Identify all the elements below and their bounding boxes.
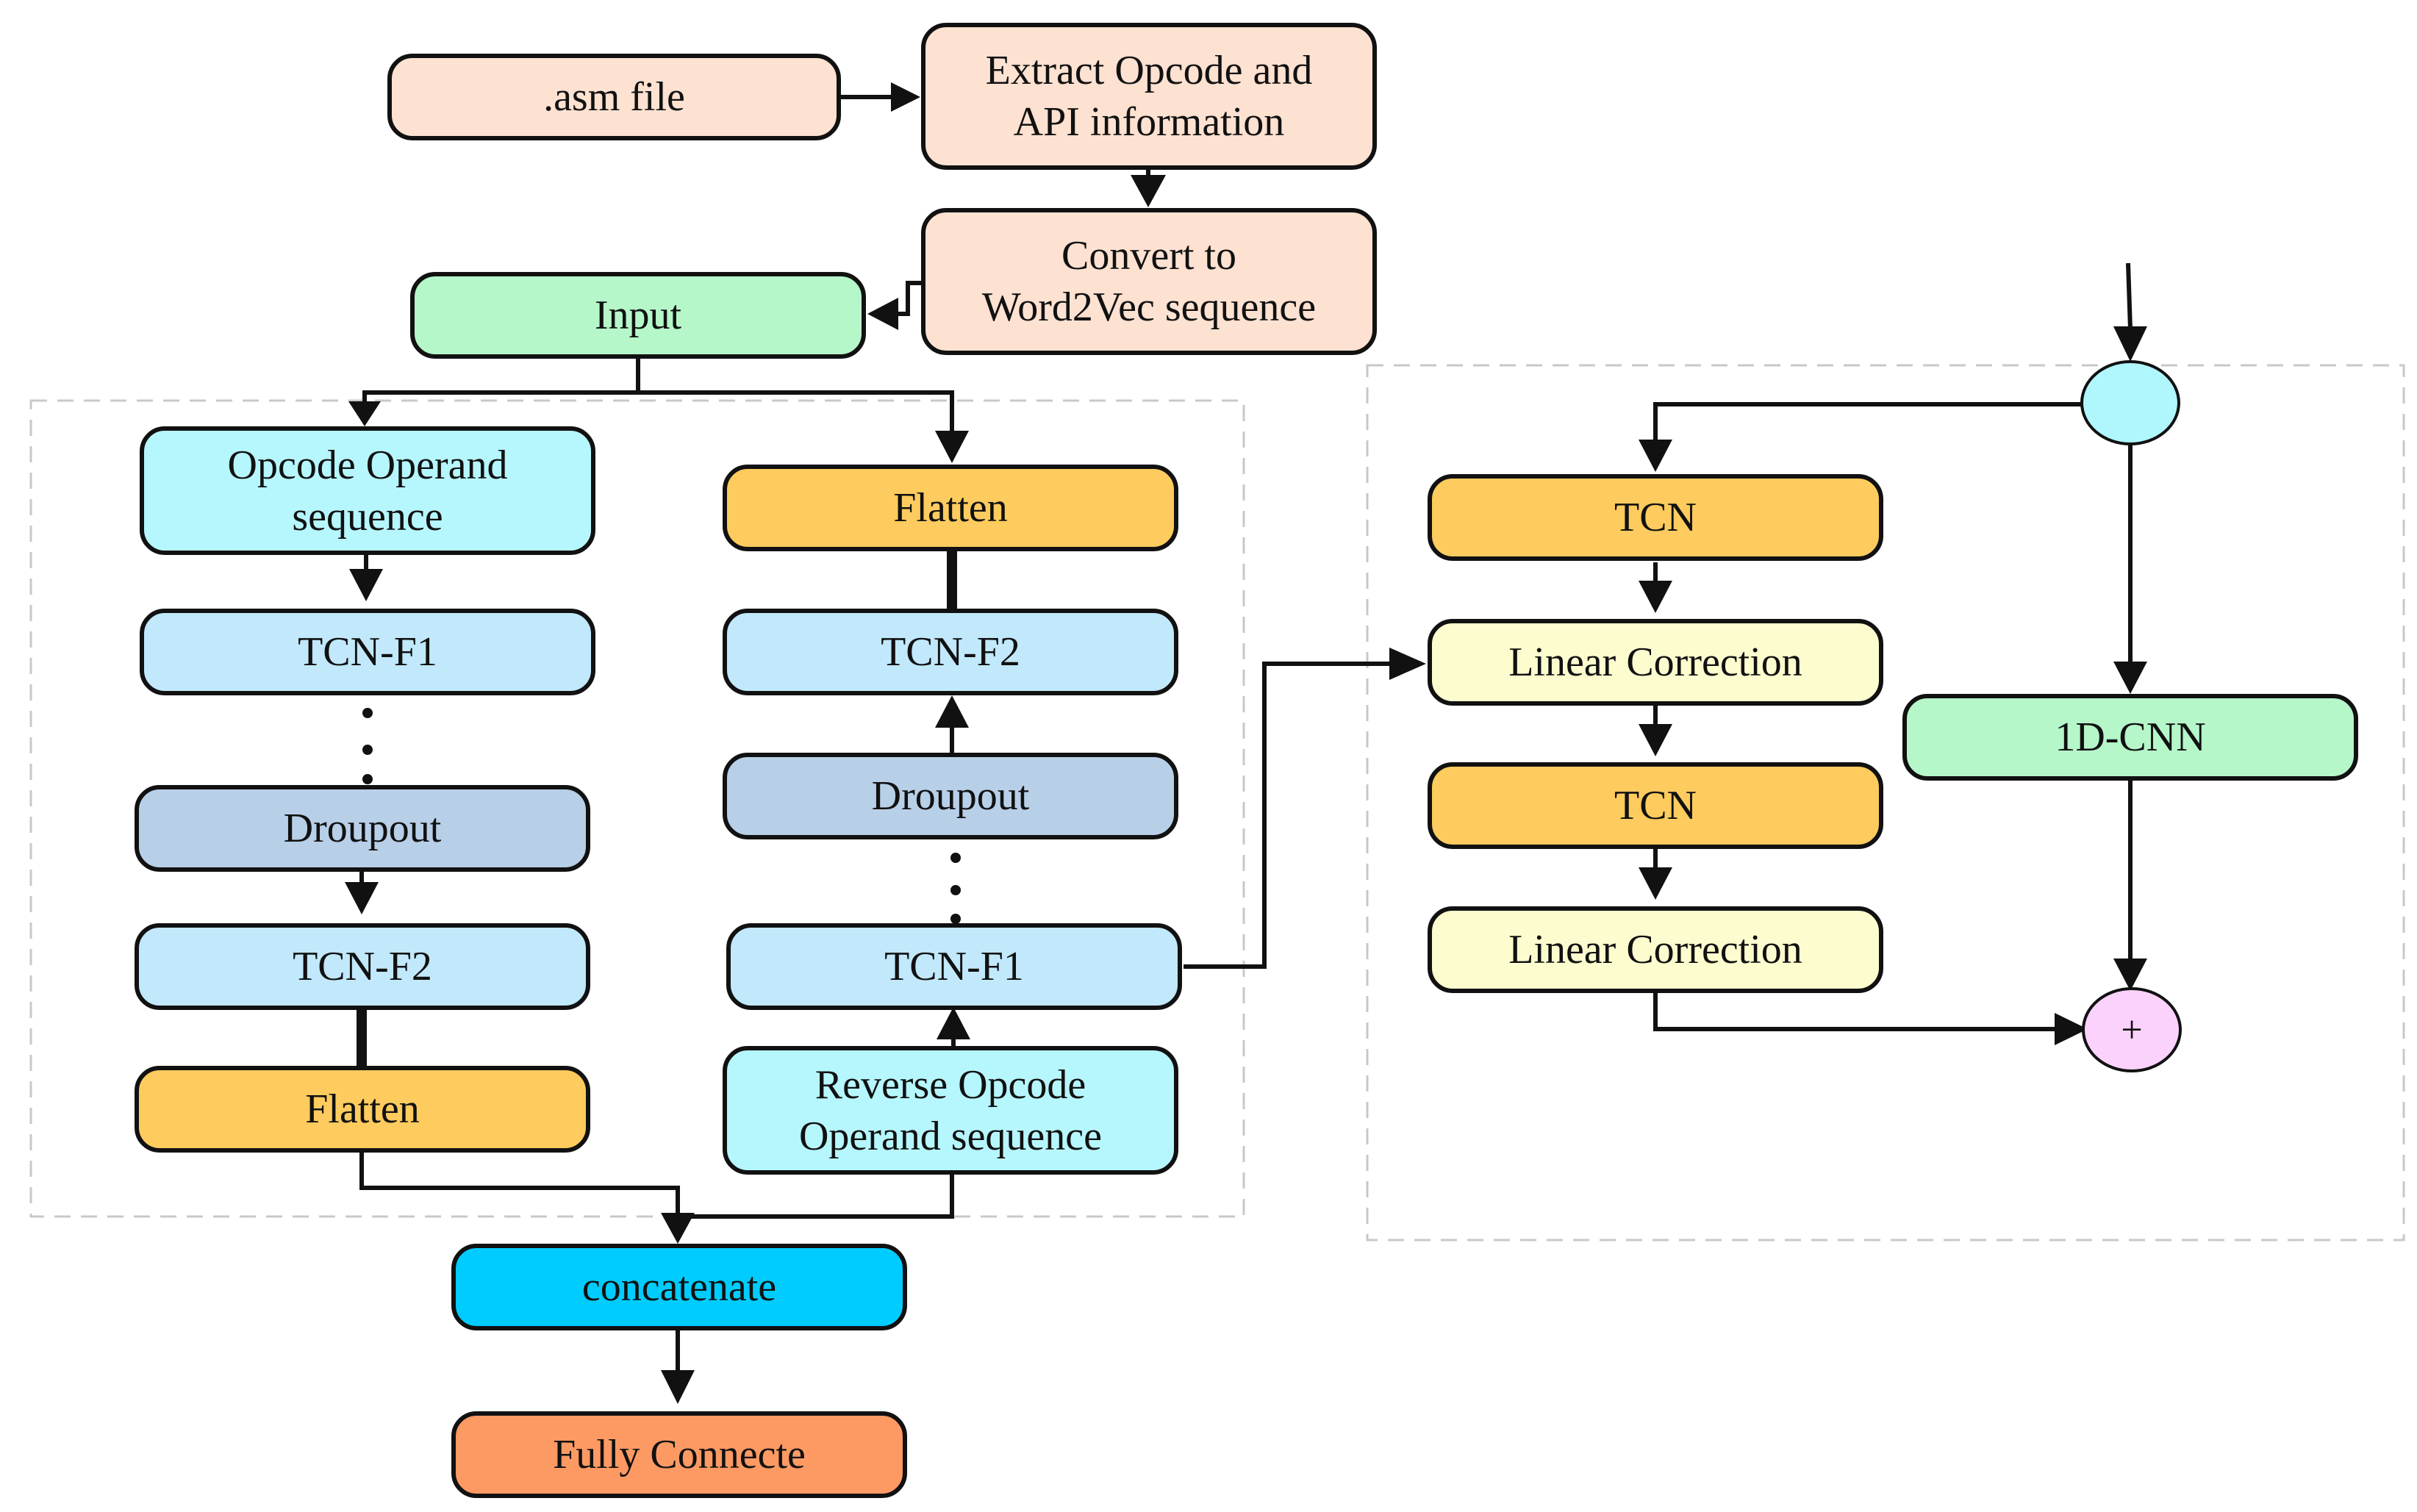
arrowhead-to-circle xyxy=(2113,326,2147,362)
left-tcn-f1-node: TCN-F1 xyxy=(140,609,595,695)
right-tcn-f2-node: TCN-F2 xyxy=(723,609,1178,695)
arrowhead-to-tcnf1-left xyxy=(349,569,383,601)
asm-file-node: .asm file xyxy=(387,54,841,140)
concatenate-node: concatenate xyxy=(451,1244,907,1330)
right-flatten-node: Flatten xyxy=(723,465,1178,551)
arrowhead-to-tcn-bottom xyxy=(1639,724,1672,756)
left-flatten-node: Flatten xyxy=(135,1066,590,1153)
extract-opcode-api-node: Extract Opcode and API information xyxy=(921,23,1377,170)
arrowhead-to-tcnf1-right xyxy=(937,1007,970,1039)
linear-correction-1-node: Linear Correction xyxy=(1428,619,1883,706)
line-flatten-to-concatenate xyxy=(359,1153,680,1220)
left-dropout-node: Droupout xyxy=(135,785,590,872)
add-circle: + xyxy=(2082,987,2182,1072)
left-group-frame xyxy=(29,399,1245,1218)
tcn-top-node: TCN xyxy=(1428,474,1883,561)
arrowhead-asm-to-extract xyxy=(891,82,920,112)
arrow-circle-to-tcn xyxy=(1653,402,2082,441)
arrowhead-to-tcnf2-right xyxy=(935,695,969,728)
split-circle xyxy=(2080,360,2180,445)
arrow-input-to-circle xyxy=(2126,262,2133,330)
arrowhead-to-opcode xyxy=(348,401,381,426)
reverse-opcode-operand-sequence-node: Reverse Opcode Operand sequence xyxy=(723,1046,1178,1175)
line-input-split-right xyxy=(638,390,954,432)
arrowhead-to-concatenate xyxy=(661,1213,695,1244)
arrowhead-convert-to-input xyxy=(867,298,898,330)
arrowhead-to-linear-1 xyxy=(1639,581,1672,613)
left-tcn-f2-node: TCN-F2 xyxy=(135,923,590,1010)
tcn-bottom-node: TCN xyxy=(1428,762,1883,849)
line-input-split xyxy=(362,358,640,403)
ellipsis-dot xyxy=(950,885,961,895)
arrowhead-to-1dcnn xyxy=(2113,662,2147,694)
arrowhead-to-fully-connected xyxy=(661,1370,695,1404)
convert-word2vec-node: Convert to Word2Vec sequence xyxy=(921,208,1377,355)
right-tcn-f1-node: TCN-F1 xyxy=(726,923,1182,1010)
ellipsis-dot xyxy=(362,774,373,784)
ellipsis-dot xyxy=(362,708,373,718)
ellipsis-dot xyxy=(950,853,961,863)
opcode-operand-sequence-node: Opcode Operand sequence xyxy=(140,426,595,555)
arrow-convert-to-input xyxy=(895,281,922,316)
arrowhead-to-tcnf2-left xyxy=(345,882,379,914)
fully-connected-node: Fully Connecte xyxy=(451,1411,907,1498)
right-group-frame xyxy=(1366,364,2405,1242)
arrowhead-to-flatten-right xyxy=(935,431,969,463)
line-reverse-to-concatenate xyxy=(678,1173,954,1219)
arrowhead-linear-2-to-plus xyxy=(2055,1013,2088,1045)
arrowhead-1dcnn-to-plus xyxy=(2113,959,2147,991)
arrow-linear-2-to-plus xyxy=(1653,992,2055,1031)
arrow-tcnf1-to-linear-correction xyxy=(1184,662,1389,969)
ellipsis-dot xyxy=(362,745,373,755)
ellipsis-dot xyxy=(950,914,961,924)
1d-cnn-node: 1D-CNN xyxy=(1902,694,2358,781)
linear-correction-2-node: Linear Correction xyxy=(1428,906,1883,993)
input-node: Input xyxy=(410,272,866,359)
arrowhead-to-tcn-top xyxy=(1639,440,1672,472)
right-dropout-node: Droupout xyxy=(723,753,1178,839)
arrowhead-extract-to-convert xyxy=(1131,175,1166,207)
arrowhead-to-linear-2 xyxy=(1639,867,1672,900)
arrowhead-to-linear-correction-1 xyxy=(1389,648,1426,680)
